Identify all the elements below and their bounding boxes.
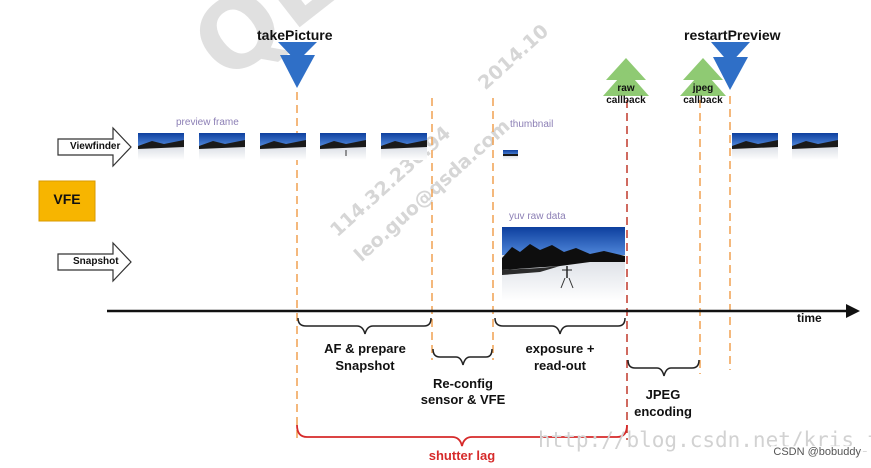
takepicture-label: takePicture	[257, 27, 333, 43]
time-axis-label: time	[797, 311, 822, 325]
jpeg-callback-arrow-icon	[680, 58, 726, 96]
yuv-raw-image	[502, 227, 625, 301]
reconfig-phase-line1: Re-config	[433, 376, 493, 391]
preview-thumb-7	[792, 133, 838, 160]
viewfinder-lane-arrow-icon	[57, 126, 132, 168]
preview-thumb-2	[199, 133, 245, 160]
preview-frame-thumbnails	[138, 133, 838, 160]
snapshot-lane-arrow-icon	[57, 241, 132, 283]
restart-preview-arrow-icon	[711, 42, 750, 90]
preview-thumb-4	[320, 133, 366, 160]
af-phase-line1: AF & prepare	[324, 341, 406, 356]
raw-callback-line1: raw	[617, 83, 635, 94]
csdn-credit: CSDN @bobuddy	[771, 446, 863, 458]
time-axis-arrowhead-icon	[846, 304, 860, 318]
raw-callback-line2: callback	[606, 95, 646, 106]
af-phase-label: AF & prepare Snapshot	[305, 340, 425, 374]
jpeg-callback-line1: jpeg	[692, 83, 714, 94]
shutter-lag-label: shutter lag	[428, 448, 496, 463]
jpeg-phase-line1: JPEG	[645, 387, 681, 402]
jpeg-callback-label: jpeg callback	[680, 83, 726, 107]
preview-thumb-5	[381, 133, 427, 160]
snapshot-lane-label: Snapshot	[73, 256, 119, 267]
jpeg-encoding-phase-label: JPEG encoding	[622, 386, 704, 420]
jpeg-brace	[627, 359, 700, 377]
af-phase-line2: Snapshot	[335, 358, 395, 373]
reconfig-phase-line2: sensor & VFE	[420, 392, 506, 407]
jpeg-phase-line2: encoding	[634, 404, 692, 419]
exposure-phase-line1: exposure +	[525, 341, 595, 356]
shutter-lag-brace	[296, 424, 628, 447]
takepicture-arrow-icon	[278, 42, 317, 88]
thumbnail-image	[503, 150, 518, 160]
thumbnail-annotation: thumbnail	[510, 119, 554, 130]
exposure-phase-line2: read-out	[534, 358, 586, 373]
exposure-brace	[494, 317, 626, 335]
raw-callback-label: raw callback	[603, 83, 649, 107]
preview-thumb-1	[138, 133, 184, 160]
vfe-label: VFE	[53, 191, 81, 207]
raw-callback-arrow-icon	[603, 58, 649, 96]
af-brace	[297, 317, 432, 335]
jpeg-callback-line2: callback	[683, 95, 723, 106]
restart-preview-label: restartPreview	[684, 27, 781, 43]
reconfig-phase-label: Re-config sensor & VFE	[408, 376, 518, 408]
exposure-phase-label: exposure + read-out	[500, 340, 620, 374]
vfe-box	[38, 180, 96, 222]
preview-frame-annotation: preview frame	[176, 117, 239, 128]
yuv-raw-data-annotation: yuv raw data	[509, 211, 566, 222]
preview-thumb-6	[732, 133, 778, 160]
preview-thumb-3	[260, 133, 306, 160]
reconfig-brace	[432, 348, 493, 366]
viewfinder-lane-label: Viewfinder	[70, 141, 121, 152]
